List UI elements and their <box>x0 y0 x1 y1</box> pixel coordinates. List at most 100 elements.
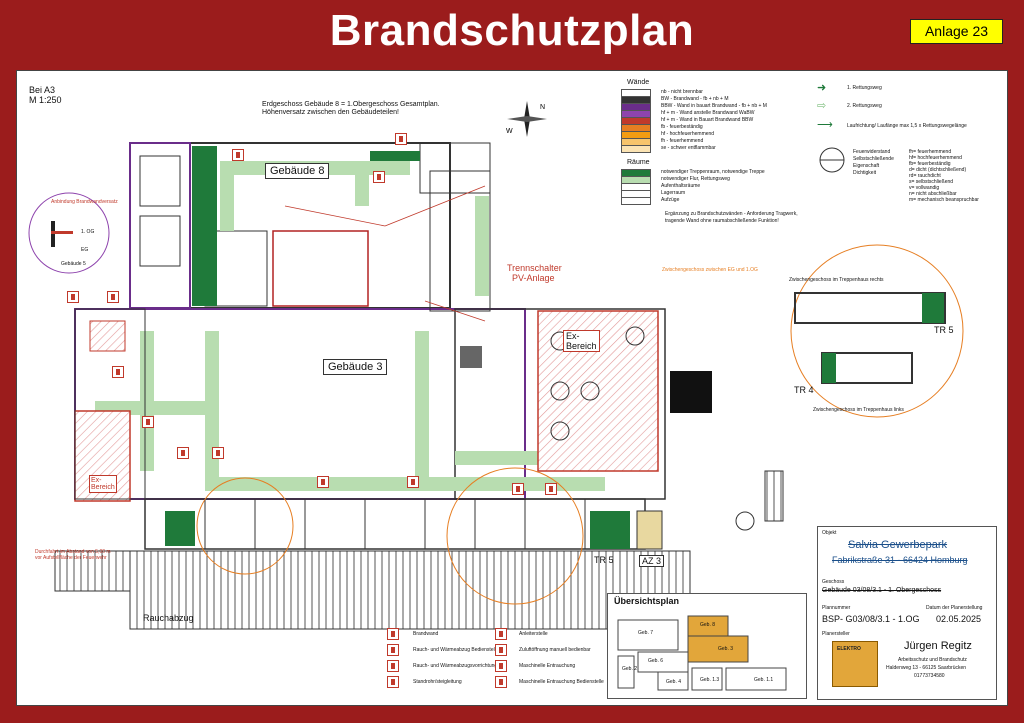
safety-symbol-icon <box>407 476 419 488</box>
rooms-label: Aufenthaltsräume <box>661 183 701 189</box>
safety-symbol-icon <box>395 133 407 145</box>
arrow-long-icon: ⟶ <box>817 119 833 131</box>
plan-note-2: Höhenversatz zwischen den Gebäudeteilen! <box>262 109 399 116</box>
walls-label: hf - hochfeuerhemmend <box>661 131 715 137</box>
og-label: 1. OG <box>81 229 95 235</box>
planer-address: Haldenweg 13 - 66125 Saarbrücken <box>886 665 967 671</box>
door-code: fb= feuerbeständig <box>909 161 951 167</box>
symbol-legend: Brandwand Rauch- und Wärmeabzug Bedienst… <box>387 626 607 696</box>
tr4-label: TR 4 <box>794 385 814 395</box>
pv-label-1: Trennschalter <box>507 263 562 273</box>
safety-symbol-icon <box>212 447 224 459</box>
door-code: s= selbstschließend <box>909 179 954 185</box>
overview-label: Geb. 4 <box>666 679 682 685</box>
smoke-control-icon <box>495 676 507 688</box>
building8-label: Gebäude 8 <box>265 163 330 179</box>
walls-label: se - schwer entflammbar <box>661 145 716 151</box>
rooms-label: Lagerraum <box>661 190 686 196</box>
safety-symbol-icon <box>142 416 154 428</box>
ergaenzung-1: Ergänzung zu Brandschutzwänden - Anforde… <box>665 211 798 217</box>
floor-plan <box>54 142 784 630</box>
safety-symbol-icon <box>112 366 124 378</box>
arrow-right-outline-icon: ⇨ <box>817 100 827 112</box>
legend-rooms-title: Räume <box>627 159 650 166</box>
legend-walls-title: Wände <box>627 79 650 86</box>
safety-symbol-icon <box>232 149 244 161</box>
legend-item: Rauch- und Wärmeabzugsvorrichtung <box>413 663 498 669</box>
door-label: Eigenschaft <box>853 163 880 169</box>
ladder-point-icon <box>495 628 507 640</box>
legend-item: Brandwand <box>413 631 439 637</box>
objekt-name: Salvia Gewerbepark <box>848 539 948 551</box>
objekt-address: Fabrikstraße 31 - 66424 Homburg <box>832 555 968 565</box>
overview-label: Geb. 7 <box>638 630 654 636</box>
ergaenzung-2: tragende Wand ohne raumabschließende Fun… <box>665 218 779 224</box>
standpipe-icon <box>387 676 399 688</box>
compass-icon: N W <box>506 101 547 137</box>
arrow-right-icon: ➜ <box>817 82 827 94</box>
geschoss-label: Geschoss <box>822 579 845 585</box>
legend-item: Rauch- und Wärmeabzug Bedienstelle <box>413 647 499 653</box>
building5-detail <box>28 192 110 274</box>
planer-name: Jürgen Regitz <box>904 640 972 652</box>
safety-symbol-icon <box>545 483 557 495</box>
safety-symbol-icon <box>67 291 79 303</box>
logo-text: ELEKTRO <box>837 646 861 652</box>
overview-label: Geb. 8 <box>700 622 716 628</box>
door-code: hf= hochfeuerhemmend <box>909 155 962 161</box>
plan-number: BSP- G03/08/3.1 - 1.OG <box>822 614 920 624</box>
walls-label: hf + m - Wand in Bauart Brandwand BBW <box>661 117 754 123</box>
legend-item: Maschinelle Entrauchung Bedienstelle <box>519 679 604 685</box>
zw-top-label: Zwischengeschoss im Treppenhaus rechts <box>789 277 884 283</box>
overview-title: Übersichtsplan <box>614 596 680 606</box>
smoke-extraction-icon <box>495 660 507 672</box>
ex-area-1-label: Ex-Bereich <box>563 330 600 352</box>
plan-note-1: Erdgeschoss Gebäude 8 = 1.Obergeschoss G… <box>262 101 440 108</box>
rooms-label: Aufzüge <box>661 197 680 203</box>
az3-label: AZ 3 <box>639 555 665 567</box>
page-title: Brandschutzplan <box>329 6 695 55</box>
rwa-control-icon <box>387 644 399 656</box>
rooms-swatch <box>621 197 651 205</box>
objekt-label: Objekt <box>822 530 837 536</box>
svg-text:W: W <box>506 128 513 135</box>
rauchabzug-label: Rauchabzug <box>143 613 194 623</box>
brandwand-icon <box>387 628 399 640</box>
walls-label: hf + m - Wand anstelle Brandwand WaBW <box>661 110 755 116</box>
walls-label: nb - nicht brennbar <box>661 89 703 95</box>
building5-label: Gebäude 5 <box>61 261 86 267</box>
route-3-label: Laufrichtung/ Laufänge max 1,5 x Rettung… <box>847 123 967 129</box>
door-label: Feuerwiderstand <box>853 149 891 155</box>
anbindung-label: Anbindung Brandwandversatz <box>51 199 118 205</box>
geschoss-value: Gebäude 03/08/3.1 - 1. Obergeschoss <box>822 587 942 594</box>
walls-label: fh - feuerhemmend <box>661 138 704 144</box>
door-code: d= dicht (dichtschließend) <box>909 167 967 173</box>
tr5-top-label: TR 5 <box>934 325 954 335</box>
planer-label: Planersteller <box>822 631 850 637</box>
safety-symbol-icon <box>512 483 524 495</box>
legend-item: Anleiterstelle <box>519 631 548 637</box>
safety-symbol-icon <box>107 291 119 303</box>
door-symbol-icon <box>819 147 845 173</box>
safety-symbol-icon <box>177 447 189 459</box>
overview-label: Geb. 2 <box>622 666 638 672</box>
overview-plan: Übersichtsplan Geb. 8 Geb. 3 Geb. 1.3 Ge… <box>607 593 807 699</box>
overview-label: Geb. 3 <box>718 646 734 652</box>
route-1-label: 1. Rettungsweg <box>847 85 882 91</box>
ex-area-2-label: Ex-Bereich <box>89 475 117 493</box>
rooms-label: notwendiger Treppenraum, notwendige Trep… <box>661 169 765 175</box>
zwischen-note: Zwischengeschoss zwischen EG und 1.OG <box>662 267 758 273</box>
building3-label: Gebäude 3 <box>323 359 388 375</box>
door-code: v= vollwandig <box>909 185 940 191</box>
walls-label: BW - Brandwand - fb + nb + M <box>661 96 729 102</box>
plan-scale: M 1:250 <box>29 95 62 105</box>
legend-item: Zuluftöffnung manuell bedienbar <box>519 647 591 653</box>
door-label: Dichtigkeit <box>853 170 877 176</box>
overview-label: Geb. 1.3 <box>700 677 720 683</box>
door-code: m= mechanisch beanspruchbar <box>909 197 979 203</box>
anlage-badge: Anlage 23 <box>910 19 1003 44</box>
pv-label-2: PV-Anlage <box>512 273 555 283</box>
walls-swatch <box>621 145 651 153</box>
overview-label: Geb. 1.1 <box>754 677 774 683</box>
tr5-bottom-label: TR 5 <box>594 555 614 565</box>
